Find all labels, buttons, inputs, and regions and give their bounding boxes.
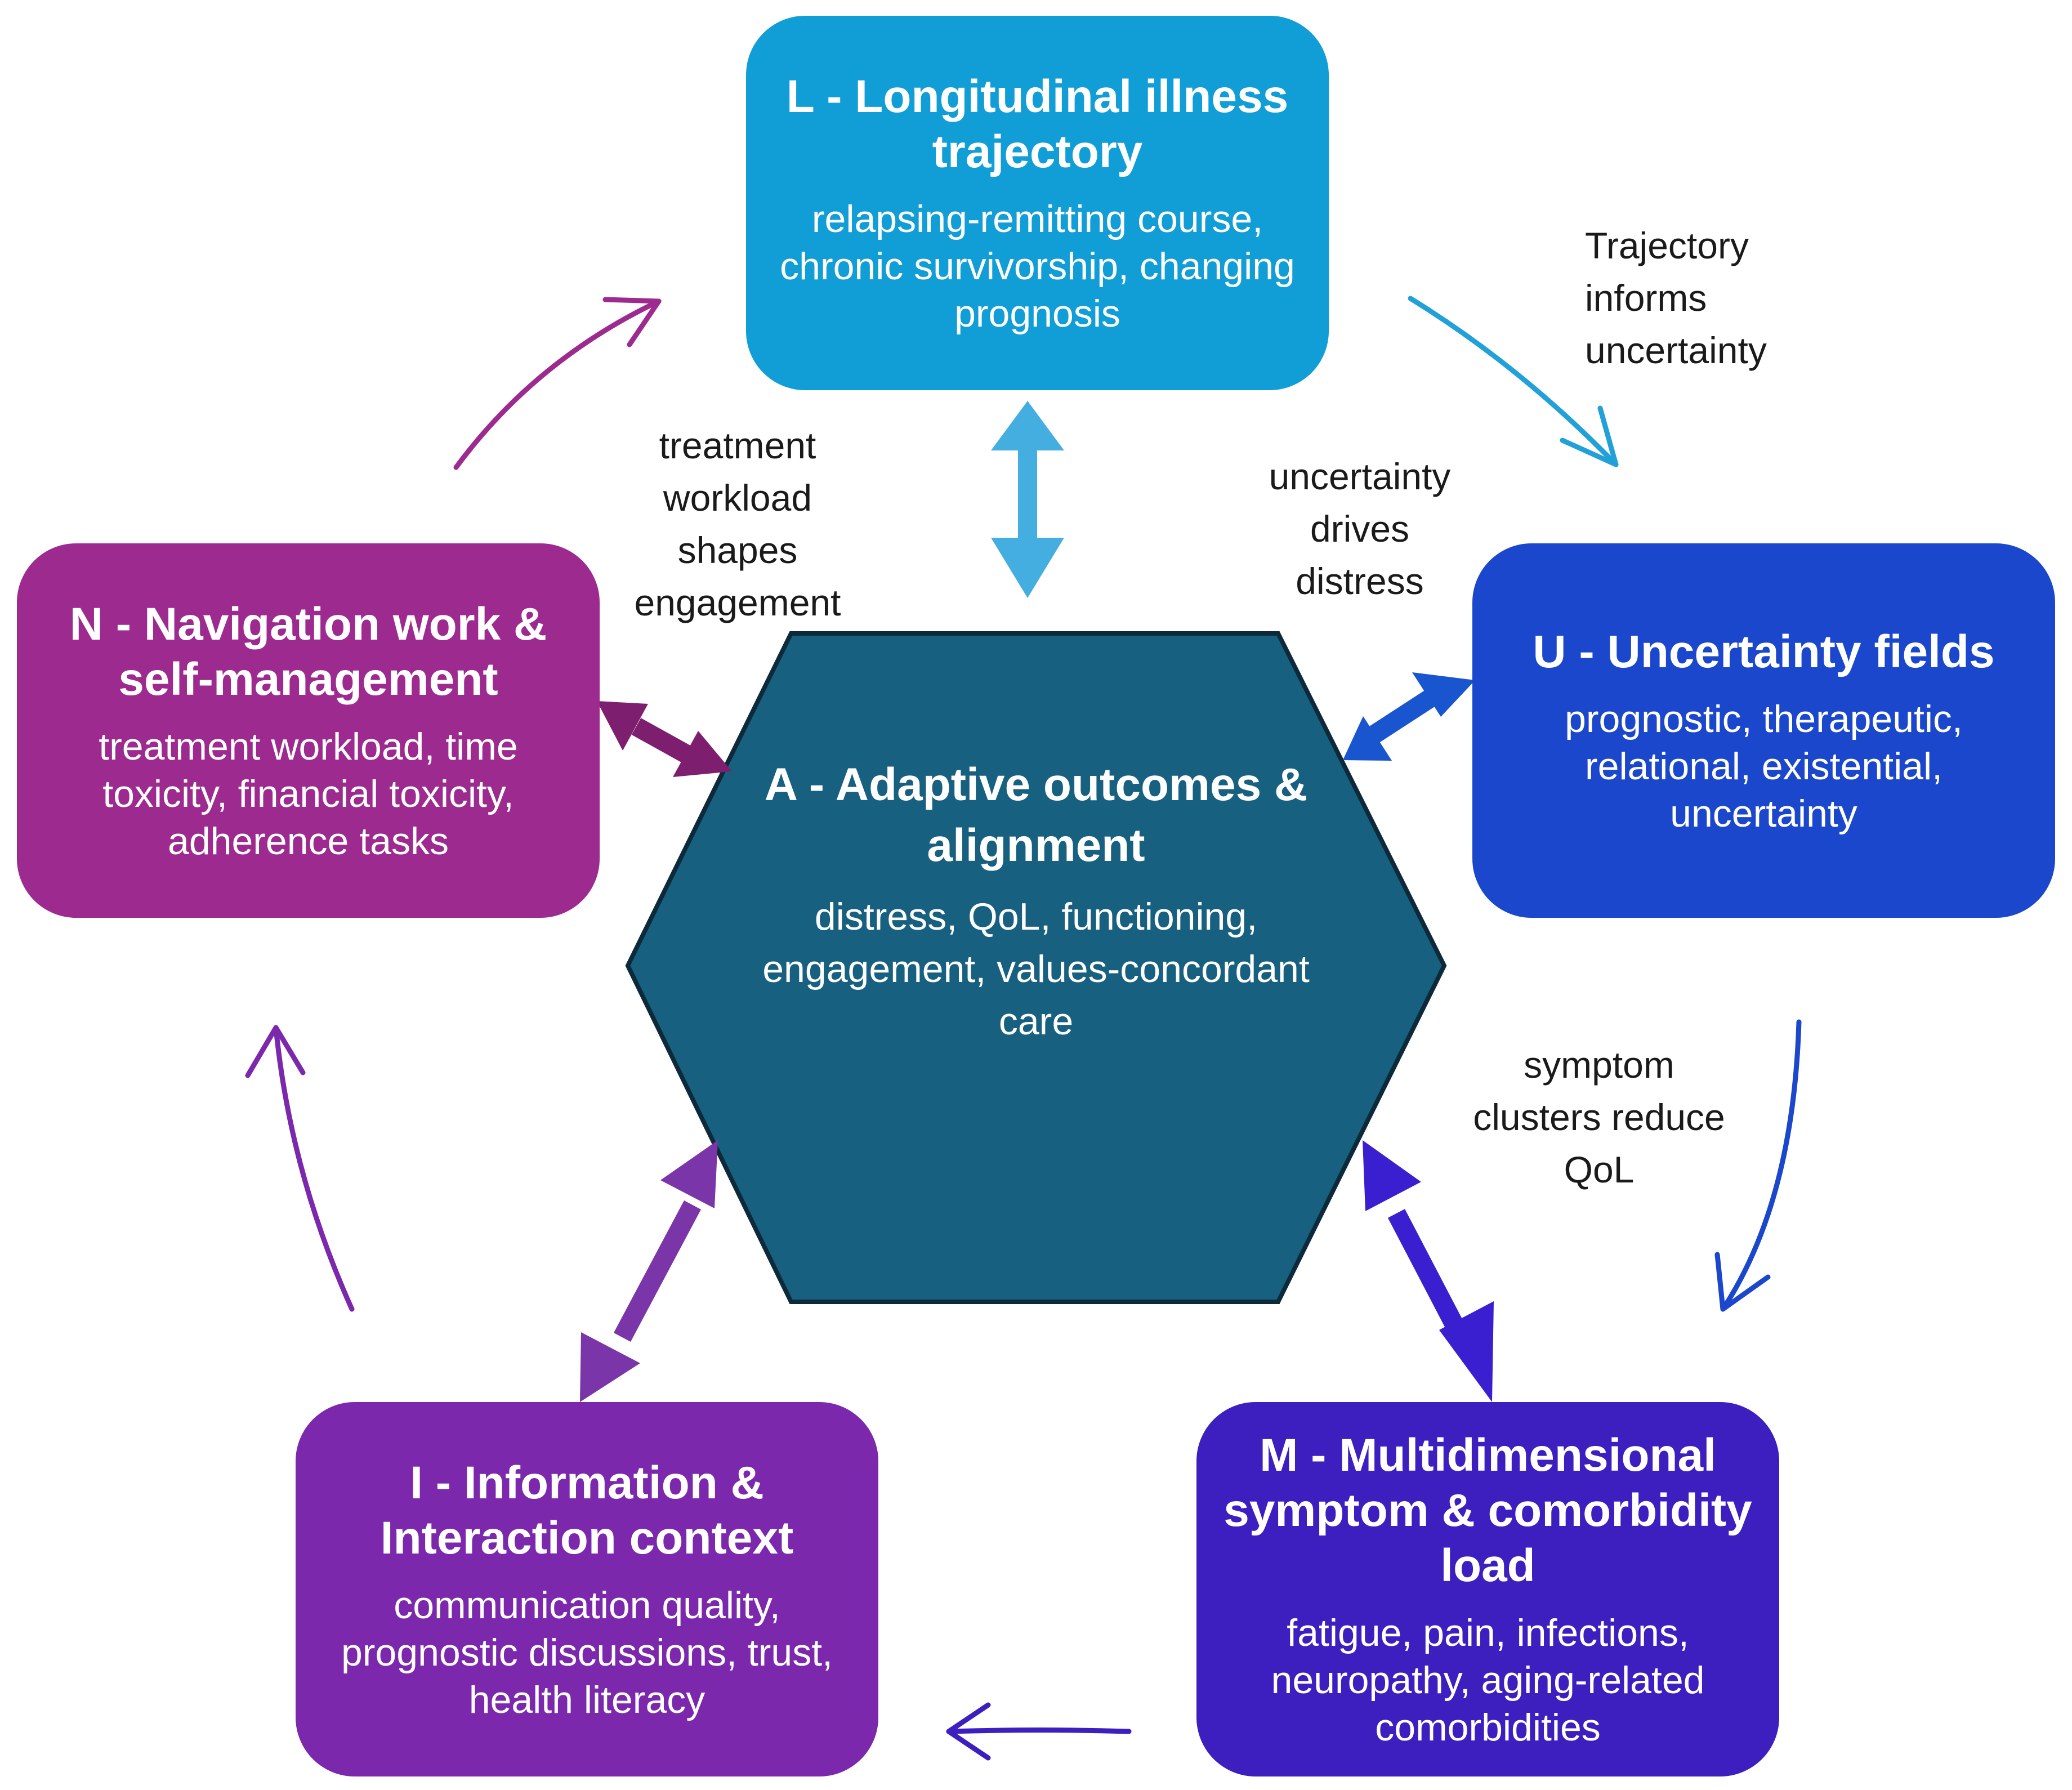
label-symptom-clusters-reduce-qol: symptom clusters reduce QoL [1473, 1044, 1725, 1190]
link-n-a-head-node [597, 701, 648, 751]
link-m-a [1387, 1209, 1473, 1347]
node-n-title: N - Navigation work & self-management [69, 598, 547, 705]
node-l-title: L - Longitudinal illness trajectory [786, 70, 1289, 177]
node-l-desc: relapsing-remitting course, chronic surv… [780, 197, 1295, 335]
label-uncertainty-drives-distress: uncertainty drives distress [1269, 456, 1451, 602]
center-hexagon [625, 631, 1447, 1304]
node-i-information-context: I - Information & Interaction context co… [296, 1402, 878, 1776]
link-i-a [613, 1200, 702, 1342]
node-m-desc: fatigue, pain, infections, neuropathy, a… [1271, 1611, 1705, 1749]
link-i-a-head-node [580, 1332, 640, 1402]
link-n-a [631, 718, 692, 763]
link-u-a-head-node [1412, 672, 1475, 717]
link-i-a-head-center [660, 1140, 718, 1208]
arrow-n-to-l [453, 298, 662, 470]
link-l-a-head-up [991, 401, 1064, 450]
link-m-a-head-center [1363, 1140, 1421, 1211]
node-l-longitudinal-trajectory: L - Longitudinal illness trajectory rela… [746, 16, 1329, 390]
arrow-l-to-u [1408, 296, 1619, 467]
link-n-a-head-center [673, 731, 732, 777]
link-l-a-head-down [991, 538, 1064, 598]
node-u-desc: prognostic, therapeutic, relational, exi… [1565, 697, 1963, 835]
label-trajectory-informs-uncertainty: Trajectory informs uncertainty [1585, 225, 1767, 371]
node-i-desc: communication quality, prognostic discus… [341, 1583, 833, 1721]
node-u-uncertainty-fields: U - Uncertainty fields prognostic, thera… [1472, 543, 2055, 918]
link-m-a-head-node [1439, 1301, 1494, 1402]
node-u-title: U - Uncertainty fields [1533, 626, 1995, 677]
node-n-desc: treatment workload, time toxicity, finan… [99, 725, 518, 863]
node-n-navigation-work: N - Navigation work & self-management tr… [17, 543, 600, 918]
node-a-title: A - Adaptive outcomes & alignment [764, 759, 1308, 871]
arrow-m-to-i-head [946, 1702, 991, 1761]
arrow-u-to-m-head [1714, 1252, 1771, 1312]
label-treatment-workload-shapes-engagement: treatment workload shapes engagement [634, 425, 841, 623]
arrow-i-to-n-head [245, 1025, 306, 1078]
arrow-m-to-i [946, 1727, 1132, 1734]
arrow-l-to-u-head [1560, 405, 1619, 467]
arrow-u-to-m [1720, 1019, 1802, 1312]
node-m-title: M - Multidimensional symptom & comorbidi… [1223, 1429, 1752, 1591]
node-m-symptom-load: M - Multidimensional symptom & comorbidi… [1196, 1402, 1779, 1776]
node-i-title: I - Information & Interaction context [380, 1457, 794, 1564]
node-a-adaptive-outcomes: A - Adaptive outcomes & alignment distre… [743, 755, 1329, 1048]
link-u-a [1368, 690, 1436, 743]
node-a-desc: distress, QoL, functioning, engagement, … [762, 895, 1310, 1043]
arrow-n-to-l-head [602, 297, 662, 347]
arrow-i-to-n [273, 1025, 355, 1312]
link-u-a-head-center [1343, 716, 1392, 761]
